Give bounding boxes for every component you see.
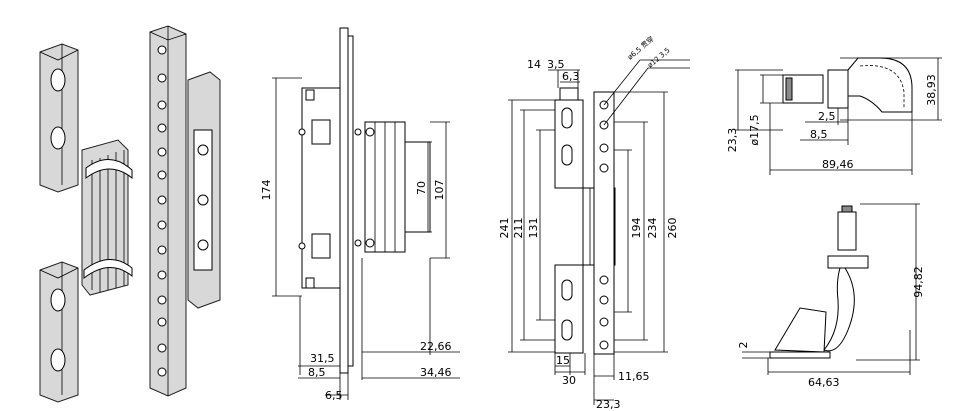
hinge-knuckle (81, 139, 129, 296)
top-view: 23,3 ø17,5 2,5 8,5 38,93 89,46 (726, 57, 942, 175)
dim-30: 30 (562, 374, 576, 387)
dim-8-5: 8,5 (308, 366, 326, 379)
dim-211: 211 (512, 218, 525, 239)
lower-leaf-plate (39, 261, 79, 403)
dim-6-3: 6,3 (562, 70, 580, 83)
detail-arm (823, 267, 855, 352)
dim-89-46: 89,46 (822, 158, 854, 171)
dim-31-5: 31,5 (310, 352, 335, 365)
dim-174: 174 (260, 180, 273, 201)
dim-70: 70 (415, 181, 428, 195)
upper-leaf-hole-1 (50, 68, 66, 92)
dim-34-46: 34,46 (420, 366, 452, 379)
dim-2-5: 2,5 (818, 110, 836, 123)
dim-64-63: 64,63 (808, 376, 840, 389)
dim-6-5: 6,5 (325, 389, 343, 402)
hole-note-through: ø6,5 贯穿 (626, 34, 656, 61)
detail-cylinder (837, 211, 857, 251)
dim-8-5-top: 8,5 (810, 128, 828, 141)
dim-38-93: 38,93 (925, 74, 938, 106)
dim-23-3-top: 23,3 (726, 128, 739, 153)
hinge-3d-view (39, 25, 221, 403)
dim-94-82: 94,82 (912, 266, 925, 298)
dim-2: 2 (737, 342, 750, 349)
dim-15: 15 (556, 354, 570, 367)
dim-11-65: 11,65 (618, 370, 650, 383)
front-frame-leaf (593, 91, 615, 355)
lower-leaf-hole-1 (50, 288, 66, 312)
dim-234: 234 (646, 218, 659, 239)
detail-base (774, 307, 827, 353)
side-view: 174 107 70 31,5 8,5 6,5 22,66 34,46 (260, 27, 460, 402)
upper-leaf-hole-2 (50, 126, 66, 150)
dim-194: 194 (630, 218, 643, 239)
frame-leaf-holes (157, 45, 167, 377)
lower-leaf-hole-2 (50, 348, 66, 372)
dim-3-5-top: 3,5 (547, 58, 565, 71)
dim-131: 131 (527, 218, 540, 239)
dim-23-3-bottom: 23,3 (596, 398, 621, 411)
detail-view: 94,82 64,63 2 (737, 203, 925, 389)
dim-22-66: 22,66 (420, 340, 452, 353)
dim-107: 107 (433, 180, 446, 201)
dim-241: 241 (498, 218, 511, 239)
dim-260: 260 (666, 218, 679, 239)
front-view: 14 3,5 6,3 ø6,5 贯穿 ø12 3,5 241 211 131 1… (498, 34, 690, 411)
front-frame-holes (599, 100, 609, 350)
dim-14: 14 (527, 58, 541, 71)
upper-leaf-plate (39, 43, 79, 193)
side-mounting-plate (339, 27, 349, 374)
dim-17-5: ø17,5 (748, 114, 761, 145)
hole-note-counterbore: ø12 3,5 (646, 46, 671, 69)
